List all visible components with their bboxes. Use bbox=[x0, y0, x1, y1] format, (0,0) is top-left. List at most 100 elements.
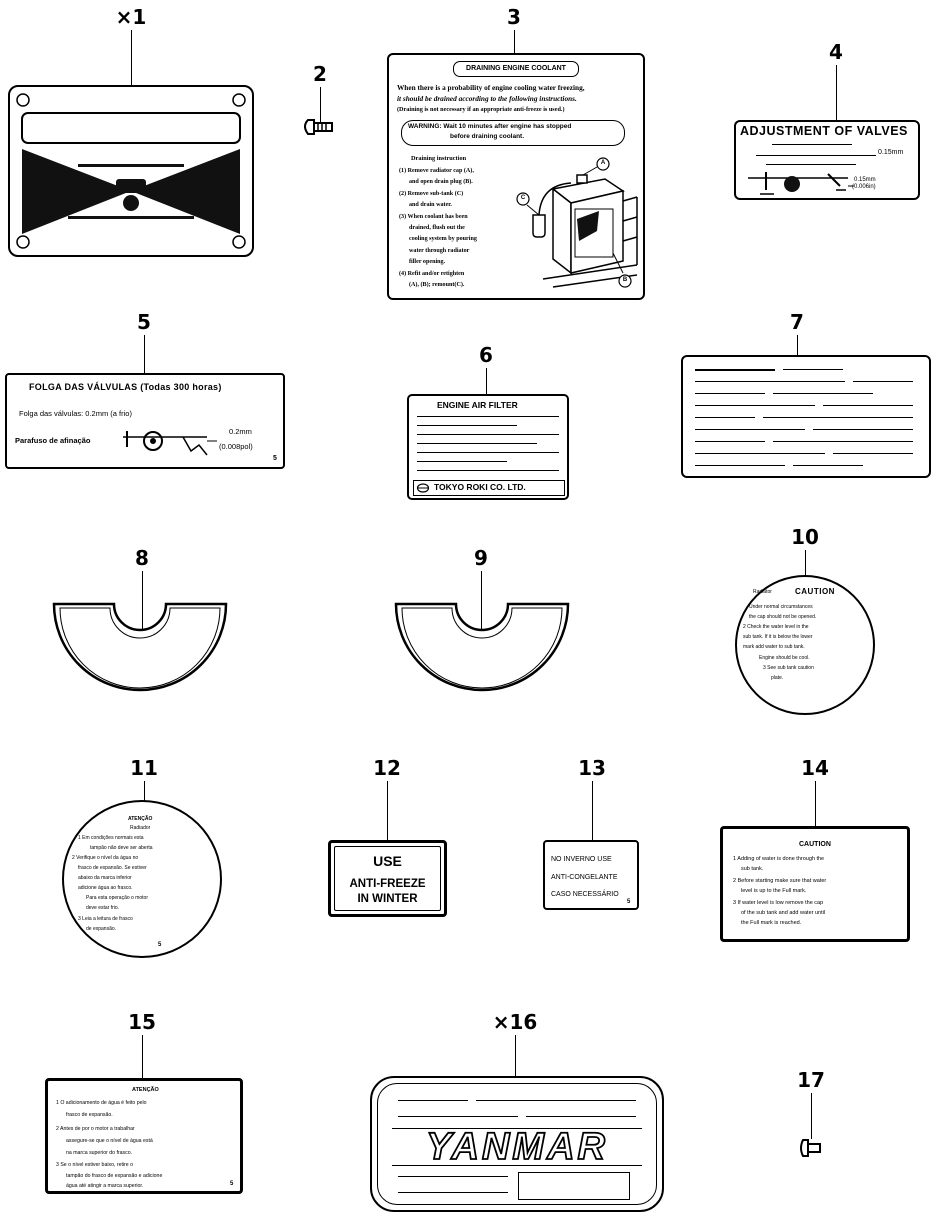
text-line bbox=[773, 393, 873, 394]
disc-line: deve estar frio. bbox=[86, 905, 120, 911]
disc-line: Radiator bbox=[753, 589, 772, 595]
part-number-4: 4 bbox=[829, 40, 843, 64]
text-line bbox=[853, 381, 913, 382]
rivet-icon bbox=[800, 1139, 821, 1157]
warning-text: WARNING: Wait 10 minutes after engine ha… bbox=[408, 123, 572, 130]
part-mark: 5 bbox=[158, 942, 162, 948]
label-line: the Full mark is reached. bbox=[741, 920, 802, 926]
label-line: of the sub tank and add water until bbox=[741, 910, 826, 916]
text-line bbox=[773, 441, 913, 442]
part-number-7: 7 bbox=[790, 310, 804, 334]
step-line: (4) Refit and/or retighten bbox=[399, 270, 465, 277]
step-line: (1) Remove radiator cap (A), bbox=[399, 168, 474, 174]
text-line bbox=[695, 453, 825, 454]
part-13-antifreeze-label-pt: NO INVERNO USE ANTI-CONGELANTE CASO NECE… bbox=[543, 840, 639, 910]
clearance-value-inch: (0.006in) bbox=[852, 184, 876, 190]
text-line bbox=[695, 369, 775, 371]
leader-line bbox=[320, 87, 321, 123]
text-line bbox=[783, 369, 843, 370]
disc-line: Engine should be cool. bbox=[759, 655, 810, 661]
callout-b: B bbox=[622, 277, 628, 283]
text-line bbox=[772, 144, 852, 145]
radiator-illustration bbox=[516, 157, 638, 288]
step-line: and drain water. bbox=[409, 202, 452, 209]
disc-line: 2 Check the water level in the bbox=[743, 624, 809, 630]
part-15-atencao-label: ATENÇÃO 1 O adicionamento de água é feit… bbox=[45, 1078, 243, 1194]
label-title: CAUTION bbox=[799, 841, 831, 848]
leader-line bbox=[486, 368, 487, 396]
leader-line bbox=[131, 30, 132, 85]
leader-line bbox=[144, 781, 145, 801]
disc-line: Radiador bbox=[130, 825, 151, 831]
leader-line bbox=[805, 550, 806, 576]
label-title: ADJUSTMENT OF VALVES bbox=[740, 124, 908, 138]
disc-line: Para esta operação o motor bbox=[86, 895, 148, 901]
rocker-arm-diagram bbox=[123, 431, 217, 456]
step-line: filler opening. bbox=[409, 259, 446, 266]
label-line: NO INVERNO USE bbox=[551, 856, 612, 863]
callout-c: C bbox=[520, 195, 526, 201]
text-line bbox=[823, 405, 913, 406]
serial-box bbox=[518, 1172, 630, 1200]
text-line bbox=[695, 429, 805, 430]
part-number-6: 6 bbox=[479, 343, 493, 367]
intro-line: it should be drained according to the fo… bbox=[397, 94, 577, 103]
tokyo-roki-logo-icon bbox=[416, 483, 430, 493]
warning-box: WARNING: Wait 10 minutes after engine ha… bbox=[401, 120, 625, 146]
text-line bbox=[526, 1116, 636, 1117]
text-line bbox=[417, 443, 537, 444]
leader-line bbox=[387, 781, 388, 841]
clearance-value: 0.2mm bbox=[229, 427, 252, 436]
callout-a: A bbox=[600, 160, 606, 166]
text-line bbox=[793, 465, 863, 466]
disc-line: 3 Leia a leitura de frasco bbox=[78, 916, 133, 922]
warning-text: before draining coolant. bbox=[450, 133, 525, 140]
disc-line: 1 Em condições normais esta bbox=[78, 835, 144, 841]
text-line bbox=[695, 465, 785, 466]
text-line bbox=[398, 1176, 508, 1177]
part-number-10: 10 bbox=[791, 525, 819, 549]
clearance-value-small: 0.15mm bbox=[854, 177, 876, 183]
label-line: tampão do frasco de expansão e adicione bbox=[66, 1173, 163, 1179]
part-number-13: 13 bbox=[578, 756, 606, 780]
part-number-1: ×1 bbox=[115, 5, 147, 29]
step-line: (3) When coolant has been bbox=[399, 213, 468, 220]
nameplate-drawing bbox=[16, 93, 246, 249]
text-line bbox=[695, 417, 755, 418]
text-line bbox=[866, 155, 876, 156]
text-line bbox=[398, 1192, 508, 1193]
inner-border bbox=[377, 1083, 657, 1205]
part-number-8: 8 bbox=[135, 546, 149, 570]
label-line: level is up to the Full mark. bbox=[741, 888, 807, 894]
part-1-nameplate bbox=[8, 85, 254, 257]
part-number-9: 9 bbox=[474, 546, 488, 570]
brand-band: YANMAR bbox=[392, 1126, 642, 1168]
label-line: Parafuso de afinação bbox=[15, 436, 91, 445]
leader-line bbox=[142, 571, 143, 631]
label-line: 1 O adicionamento de água é feito pelo bbox=[56, 1100, 147, 1106]
screw-icon bbox=[304, 119, 333, 135]
label-line: água até atingir a marca superior. bbox=[66, 1183, 144, 1189]
rocker-arm-diagram bbox=[748, 172, 854, 195]
inner-border bbox=[334, 846, 441, 911]
part-12-antifreeze-label: USE ANTI-FREEZE IN WINTER bbox=[328, 840, 447, 917]
step-line: cooling system by pouring bbox=[409, 236, 477, 243]
disc-line: mark add water to sub tank. bbox=[743, 644, 805, 650]
text-line bbox=[417, 434, 559, 435]
leader-line bbox=[144, 335, 145, 375]
part-number-2: 2 bbox=[313, 62, 327, 86]
part-6-air-filter-label: ENGINE AIR FILTER TOKYO ROKI CO. LTD. bbox=[407, 394, 569, 500]
part-mark: 5 bbox=[627, 899, 631, 905]
label-line: 1 Adding of water is done through the bbox=[733, 856, 825, 862]
text-line bbox=[763, 417, 913, 418]
part-4-valve-label: ADJUSTMENT OF VALVES 0.15mm 0.15mm (0.00… bbox=[734, 120, 920, 200]
part-number-17: 17 bbox=[797, 1068, 825, 1092]
part-9-half-ring-gasket bbox=[394, 602, 570, 692]
label-line: assegure-se que o nível de água está bbox=[66, 1138, 153, 1144]
label-line: na marca superior do frasco. bbox=[66, 1150, 133, 1156]
text-line bbox=[417, 425, 517, 426]
part-number-14: 14 bbox=[801, 756, 829, 780]
clearance-value: 0.15mm bbox=[878, 149, 904, 156]
text-line bbox=[695, 405, 815, 406]
part-7-text-label bbox=[681, 355, 931, 478]
